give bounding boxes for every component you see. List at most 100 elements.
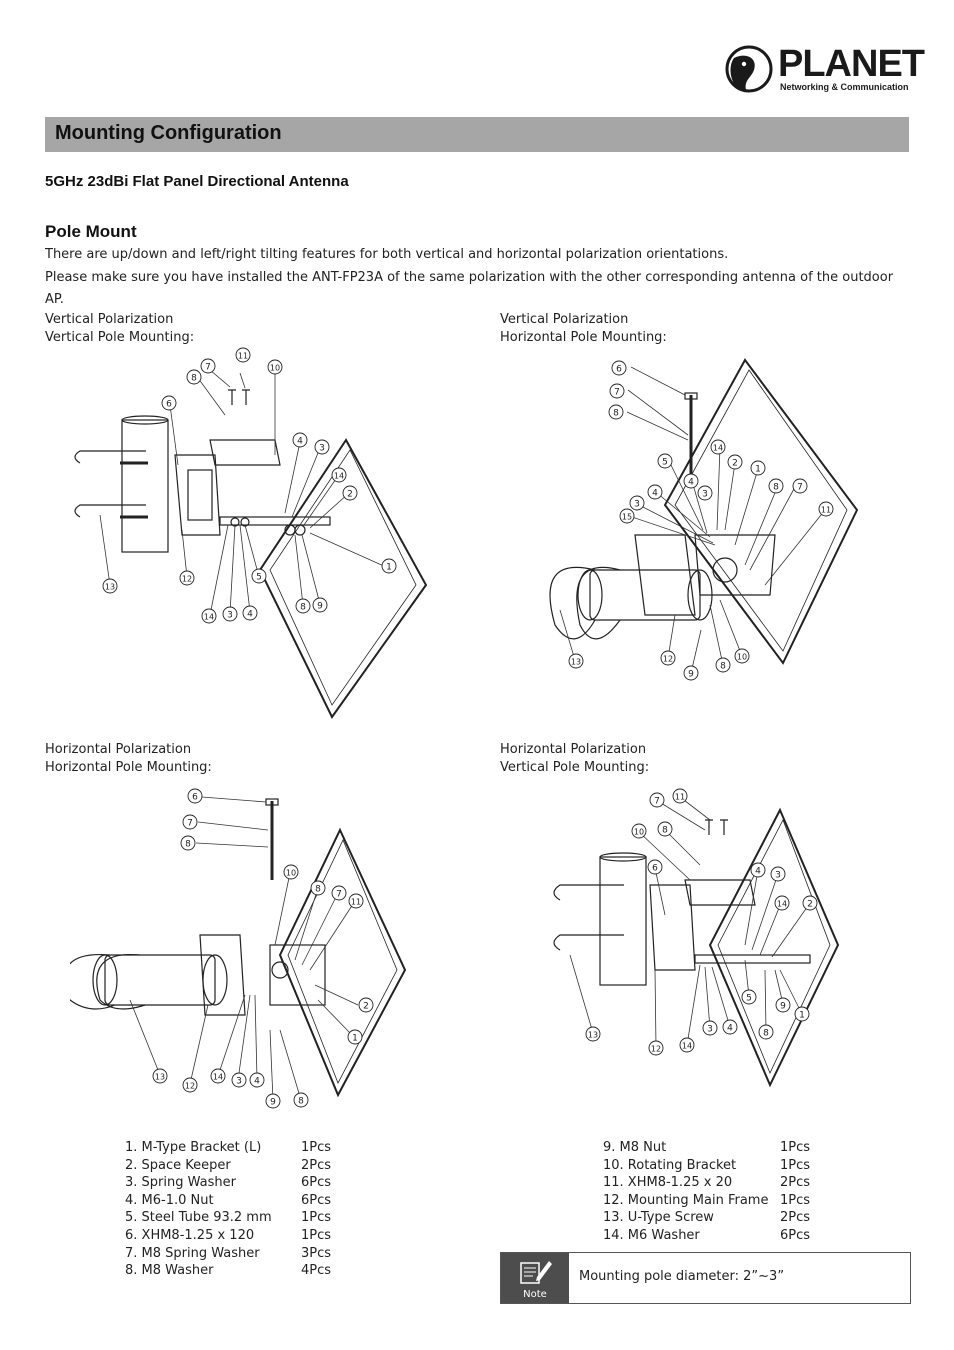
callout-14: 14 [710,439,726,455]
svg-text:7: 7 [654,797,660,807]
callout-4: 4 [750,862,766,878]
callout-4: 4 [647,484,663,500]
part-name: 1. M-Type Bracket (L) [125,1140,262,1155]
pole-mount-heading: Pole Mount [45,222,137,241]
callout-6: 6 [647,859,663,875]
svg-text:5: 5 [662,458,668,468]
svg-text:8: 8 [773,483,779,493]
section-title: Mounting Configuration [55,122,282,144]
note-text: Mounting pole diameter: 2”~3” [579,1269,785,1284]
part-qty: 6Pcs [301,1192,332,1208]
callout-8: 8 [293,1092,309,1108]
svg-text:13: 13 [155,1073,165,1082]
diagram-1-caption: Vertical Polarization Vertical Pole Moun… [45,311,194,347]
svg-text:10: 10 [634,828,644,837]
callout-15: 15 [619,508,635,524]
svg-text:8: 8 [185,840,191,850]
svg-text:4: 4 [652,489,658,499]
callout-8: 8 [768,478,784,494]
svg-text:8: 8 [298,1097,304,1107]
part-qty: 3Pcs [301,1245,332,1261]
svg-text:14: 14 [682,1042,692,1051]
callout-10: 10 [631,823,647,839]
callout-6: 6 [187,788,203,804]
svg-text:3: 3 [707,1025,713,1035]
section-title-bar: Mounting Configuration [45,117,909,152]
svg-text:7: 7 [187,819,193,829]
svg-text:10: 10 [286,869,296,878]
svg-text:4: 4 [254,1077,260,1087]
callout-12: 12 [182,1077,198,1093]
svg-text:2: 2 [807,900,813,910]
svg-text:1: 1 [799,1011,805,1021]
part-qty: 6Pcs [780,1228,811,1243]
svg-text:7: 7 [797,483,803,493]
svg-text:8: 8 [315,885,321,895]
callout-3: 3 [697,485,713,501]
part-name: 8. M8 Washer [125,1263,214,1279]
callout-3: 3 [629,495,645,511]
callout-9: 9 [265,1093,281,1109]
svg-text:6: 6 [616,365,622,375]
callout-11: 11 [672,788,688,804]
svg-text:12: 12 [651,1045,661,1054]
part-row: 13. U-Type Screw 2Pcs [603,1209,810,1227]
callout-7: 7 [182,814,198,830]
callout-3: 3 [222,606,238,622]
svg-text:11: 11 [351,898,361,907]
brand-name: PLANET [778,43,925,85]
part-name: 10. Rotating Bracket [603,1157,737,1173]
part-name: 11. XHM8-1.25 x 20 [603,1175,733,1191]
diagram-1-polarization: Vertical Polarization [45,312,174,327]
svg-text:6: 6 [166,400,172,410]
diagram-2-caption: Vertical Polarization Horizontal Pole Mo… [500,311,667,347]
callout-3: 3 [702,1020,718,1036]
part-name: 7. M8 Spring Washer [125,1245,260,1261]
svg-text:3: 3 [236,1077,242,1087]
part-qty: 1Pcs [780,1140,811,1155]
svg-text:4: 4 [755,867,761,877]
svg-text:6: 6 [652,864,658,874]
svg-text:2: 2 [347,490,353,500]
callout-6: 6 [611,360,627,376]
svg-text:8: 8 [662,826,668,836]
callout-4: 4 [242,605,258,621]
callout-14: 14 [210,1068,226,1084]
svg-text:11: 11 [821,506,831,515]
callout-6: 6 [161,395,177,411]
part-name: 13. U-Type Screw [603,1210,714,1226]
part-row: 7. M8 Spring Washer 3Pcs [125,1245,331,1263]
svg-text:13: 13 [105,583,115,592]
callout-12: 12 [648,1040,664,1056]
svg-text:8: 8 [613,409,619,419]
pencil-note-icon [520,1261,552,1284]
callout-14: 14 [201,608,217,624]
callout-5: 5 [251,568,267,584]
svg-text:1: 1 [386,563,392,573]
callout-8: 8 [608,404,624,420]
note-box: Note Mounting pole diameter: 2”~3” [500,1252,911,1304]
callout-1: 1 [347,1029,363,1045]
part-qty: 2Pcs [780,1210,811,1226]
callout-10: 10 [734,648,750,664]
part-name: 6. XHM8-1.25 x 120 [125,1228,255,1243]
callout-9: 9 [775,997,791,1013]
callout-8: 8 [180,835,196,851]
svg-text:4: 4 [247,610,253,620]
part-name: 14. M6 Washer [603,1228,700,1243]
svg-text:4: 4 [297,437,303,447]
part-qty: 1Pcs [301,1210,332,1226]
part-name: 12. Mounting Main Frame [603,1192,769,1208]
callout-7: 7 [200,358,216,374]
part-row: 1. M-Type Bracket (L)1Pcs [125,1139,331,1157]
svg-text:3: 3 [227,611,233,621]
callout-12: 12 [179,570,195,586]
callout-4: 4 [292,432,308,448]
callout-13: 13 [585,1026,601,1042]
callout-9: 9 [312,597,328,613]
